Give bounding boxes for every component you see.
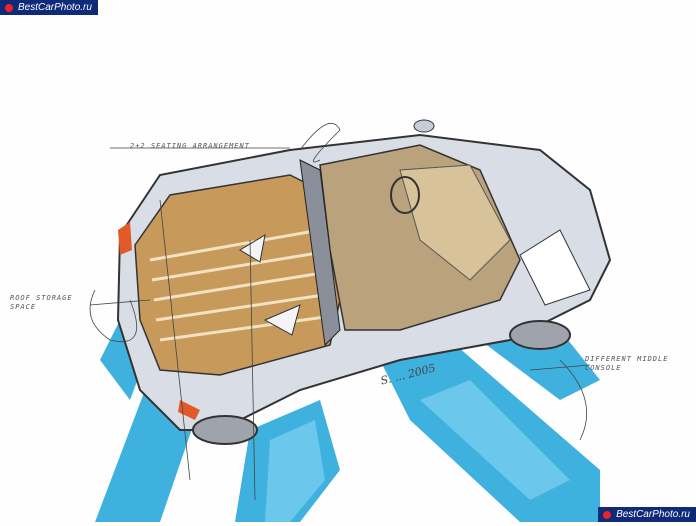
logo-icon bbox=[603, 511, 612, 519]
watermark-top: BestCarPhoto.ru bbox=[0, 0, 98, 15]
annotation-seating: 2+2 seating arrangement bbox=[130, 142, 250, 150]
sketch-lines bbox=[89, 123, 591, 501]
annotation-middle: different middle console bbox=[585, 355, 669, 372]
watermark-bottom: BestCarPhoto.ru bbox=[598, 507, 696, 522]
annotation-roof: roof storage space bbox=[10, 294, 73, 311]
car-body bbox=[116, 119, 612, 445]
logo-icon bbox=[5, 4, 13, 12]
